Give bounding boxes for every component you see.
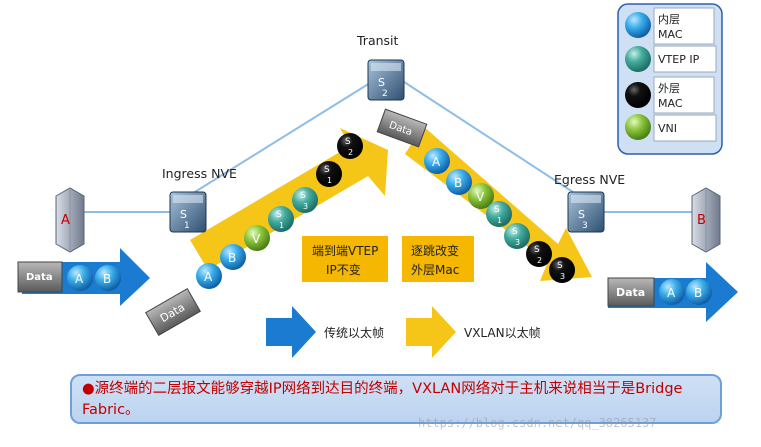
frame-a-ball	[67, 265, 93, 291]
frame-b-ball	[95, 265, 121, 291]
caption-text: ●源终端的二层报文能够穿越IP网络到达目的终端，VXLAN网络对于主机来说相当于…	[82, 381, 683, 418]
watermark: https://blog.csdn.net/qq_38265137	[418, 416, 657, 430]
svg-text:1: 1	[279, 221, 284, 230]
up-v-label: V	[252, 232, 261, 246]
svg-text:3: 3	[515, 238, 520, 247]
host-b-label: B	[697, 213, 706, 228]
svg-text:1: 1	[184, 221, 190, 231]
vxlan-packet-up: Data A B V S 1 S 3 S 1 S 2	[145, 133, 363, 336]
down-b-label: B	[454, 176, 462, 190]
down-data-block: Data	[376, 108, 428, 148]
svg-text:S: S	[345, 137, 351, 147]
up-data-block: Data	[145, 288, 201, 336]
svg-text:S: S	[494, 205, 500, 215]
svg-text:S: S	[324, 165, 330, 175]
legend-vtep-ip-ball	[625, 46, 651, 72]
original-frame: Data A B	[17, 261, 121, 293]
legend-inner-mac-line2: MAC	[658, 28, 683, 41]
callout-right-line1: 逐跳改变	[411, 243, 459, 258]
svg-text:3: 3	[303, 202, 308, 211]
svg-text:3: 3	[582, 221, 588, 231]
svg-text:S: S	[578, 208, 585, 221]
svg-text:S: S	[276, 210, 282, 220]
transit-label: Transit	[356, 33, 399, 48]
legend-inner-mac-ball	[625, 12, 651, 38]
ingress-nve-label: Ingress NVE	[162, 166, 237, 181]
link-transit-egress	[397, 77, 583, 199]
callout-right-line2: 外层Mac	[411, 263, 459, 277]
host-a-label: A	[61, 213, 70, 228]
vxlan-legend-arrow	[406, 306, 456, 358]
egress-nve-switch: S 3	[567, 191, 605, 233]
legend-outer-mac-line2: MAC	[658, 97, 683, 110]
up-b-label: B	[228, 251, 236, 265]
frame-b-label: B	[103, 272, 111, 286]
callout-left: 端到端VTEP IP不变	[302, 236, 388, 282]
svg-text:S: S	[300, 191, 306, 201]
output-data-label: Data	[616, 286, 645, 299]
arrow-legend: 传统以太帧 VXLAN以太帧	[266, 306, 541, 358]
caption-box: ●源终端的二层报文能够穿越IP网络到达目的终端，VXLAN网络对于主机来说相当于…	[70, 374, 722, 424]
vxlan-arrow-up	[190, 128, 388, 270]
host-a-server: A	[55, 187, 85, 253]
legend-inner-mac-line1: 内层	[658, 12, 680, 26]
svg-text:1: 1	[327, 176, 332, 185]
frame-data-label: Data	[26, 272, 53, 283]
egress-nve-label: Egress NVE	[554, 172, 625, 187]
legend-box: 内层 MAC VTEP IP 外层 MAC VNI	[617, 3, 723, 155]
legend-vtep-ip-label: VTEP IP	[658, 53, 700, 66]
host-b-server: B	[691, 187, 721, 253]
svg-text:3: 3	[560, 272, 565, 281]
up-a-label: A	[204, 270, 213, 284]
frame-a-label: A	[75, 272, 84, 286]
traditional-legend-arrow	[266, 306, 316, 358]
legend-outer-mac-line1: 外层	[658, 82, 680, 95]
svg-text:1: 1	[497, 216, 502, 225]
callout-left-line1: 端到端VTEP	[312, 244, 378, 258]
down-a-label: A	[432, 155, 441, 169]
traditional-legend-label: 传统以太帧	[324, 325, 384, 340]
svg-text:S: S	[378, 76, 385, 89]
svg-text:S: S	[557, 261, 563, 271]
ingress-nve-switch: S 1	[169, 191, 207, 233]
callout-right: 逐跳改变 外层Mac	[402, 236, 474, 282]
transit-switch: S 2	[367, 59, 405, 101]
legend-vni-label: VNI	[658, 122, 677, 135]
output-b-label: B	[694, 286, 702, 300]
vxlan-packet-down: Data A B V S 1 S 3 S 2 S 3	[376, 108, 575, 283]
svg-text:2: 2	[382, 89, 388, 99]
callout-left-line2: IP不变	[326, 262, 361, 277]
output-a-label: A	[667, 286, 676, 300]
svg-text:S: S	[180, 208, 187, 221]
output-frame: Data A B	[607, 277, 712, 307]
svg-text:2: 2	[537, 256, 542, 265]
network-links	[80, 77, 696, 213]
link-ingress-transit	[189, 77, 379, 196]
svg-text:S: S	[512, 227, 518, 237]
svg-text:S: S	[534, 245, 540, 255]
legend-outer-mac-ball	[625, 82, 651, 108]
svg-text:2: 2	[348, 148, 353, 157]
legend-vni-ball	[625, 114, 651, 140]
down-v-label: V	[476, 190, 485, 204]
vxlan-legend-label: VXLAN以太帧	[464, 325, 541, 340]
